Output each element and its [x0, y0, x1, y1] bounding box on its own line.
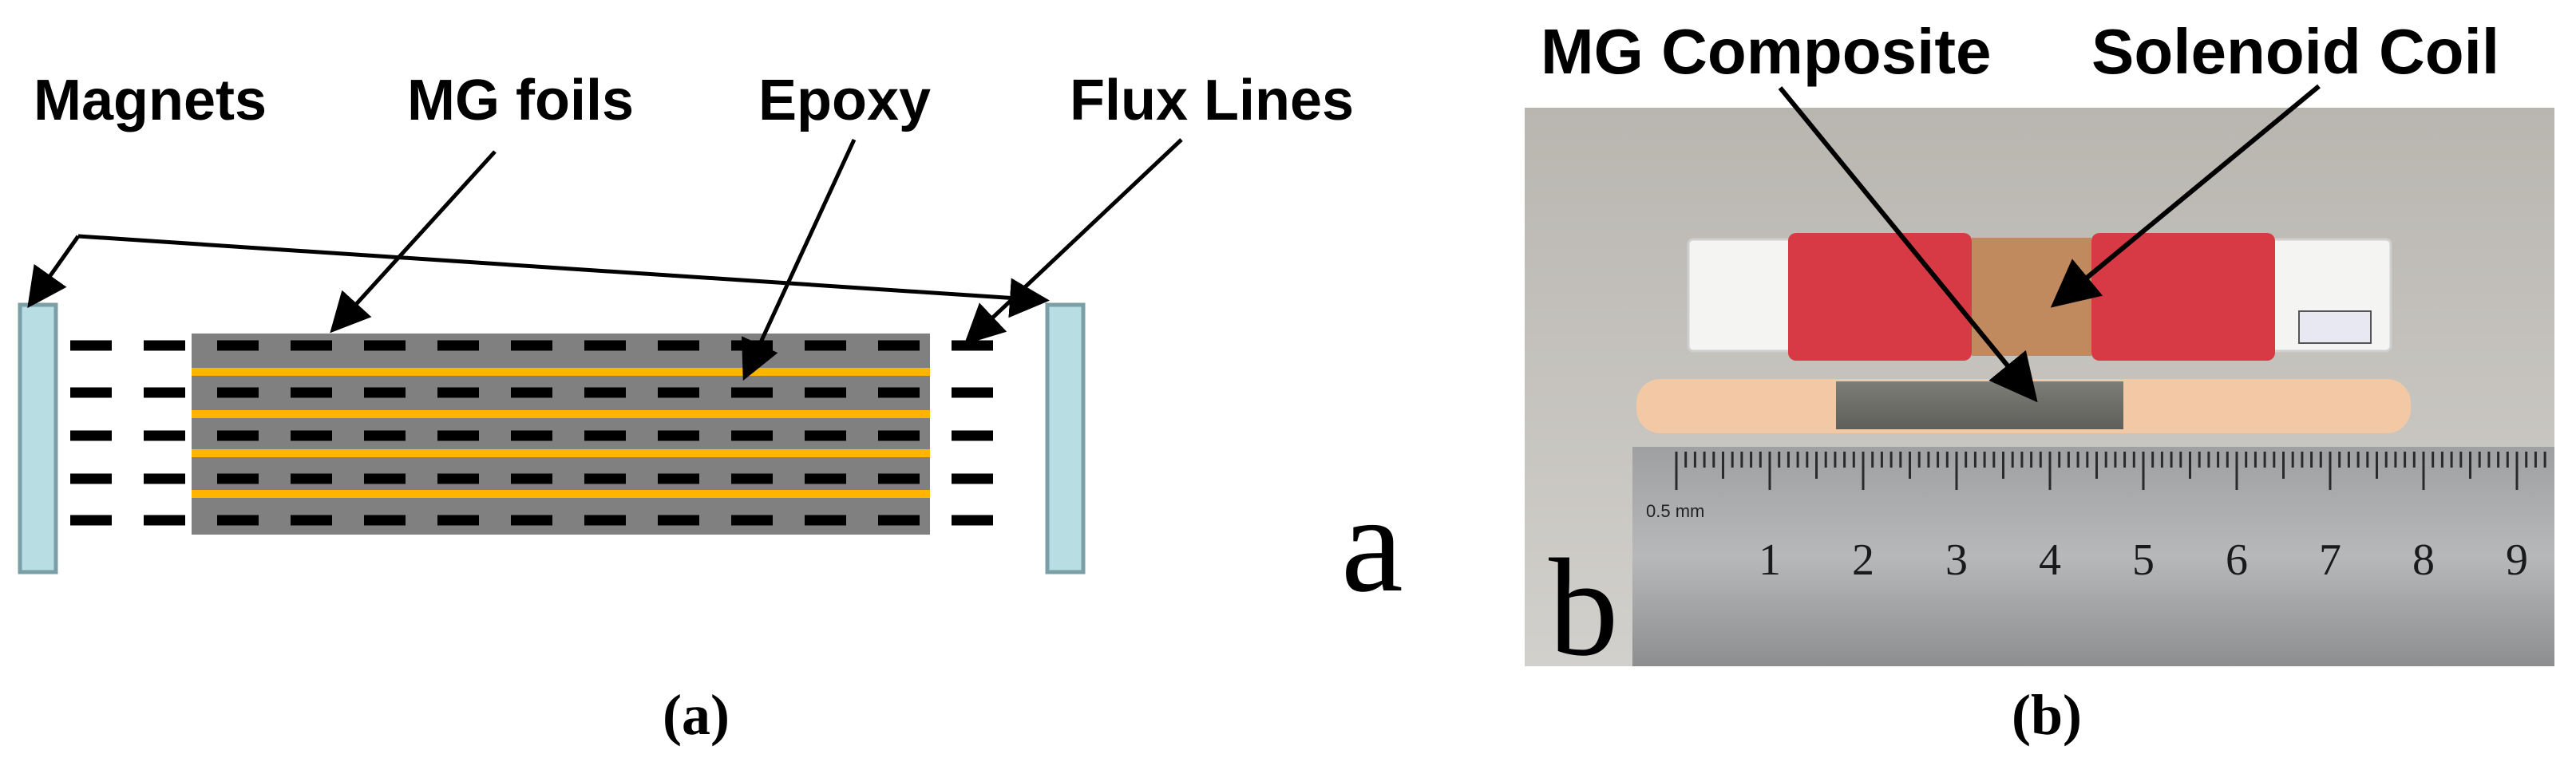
epoxy-label: Epoxy [758, 69, 931, 132]
solenoid-coil-label: Solenoid Coil [2091, 16, 2499, 87]
mg-foils-label: MG foils [407, 69, 634, 132]
ruler-number: 3 [1945, 535, 1968, 585]
flux-lines [70, 340, 1022, 526]
panel-a: Magnets MG foils Epoxy Flux Lines [18, 69, 1403, 747]
ruler-number: 8 [2412, 535, 2435, 585]
ruler: 0.5 mm 1 2 3 4 5 6 7 8 9 [1632, 447, 2554, 666]
panel-b-arrows [1778, 84, 2321, 403]
caption-b: (b) [2012, 683, 2082, 747]
flux-lines-label: Flux Lines [1070, 69, 1354, 132]
solenoid-coil-arrow [2050, 84, 2321, 308]
panel-letter-a: a [1341, 466, 1403, 621]
mg-composite-label: MG Composite [1541, 16, 1991, 87]
ruler-number: 5 [2132, 535, 2155, 585]
red-tape-right [2091, 233, 2275, 361]
ruler-body [1632, 447, 2554, 666]
red-tape-left [1788, 233, 1972, 361]
epoxy-arrow [742, 138, 857, 381]
flux-lines-arrow [964, 138, 1183, 345]
solenoid-assembly [1687, 233, 2392, 361]
copper-coil [1972, 238, 2091, 356]
magnet-arrow-left [27, 235, 81, 309]
magnets-label: Magnets [34, 69, 267, 132]
ruler-number: 9 [2506, 535, 2528, 585]
ruler-scale-text: 0.5 mm [1646, 501, 1704, 521]
ruler-number: 4 [2039, 535, 2061, 585]
ruler-ticks [1675, 452, 2546, 490]
ruler-number: 1 [1759, 535, 1781, 585]
mg-foils-arrow [330, 150, 497, 334]
panel-letter-b: b [1549, 530, 1619, 685]
left-magnet [18, 302, 58, 574]
caption-a: (a) [663, 683, 730, 747]
panel-a-arrows [27, 138, 1183, 381]
mg-composite-arrow [1778, 86, 2038, 403]
epoxy-layer [192, 410, 930, 418]
ruler-number: 7 [2319, 535, 2341, 585]
epoxy-layer [192, 490, 930, 498]
coil-tag [2298, 310, 2372, 344]
ruler-number: 6 [2226, 535, 2248, 585]
epoxy-layers [192, 368, 930, 498]
magnet-arrow-right [77, 234, 1050, 318]
panel-b: MG Composite Solenoid Coil 0.5 mm 1 2 3 4 5 6… [1525, 16, 2554, 747]
epoxy-layer [192, 368, 930, 376]
right-magnet [1045, 302, 1086, 574]
composite-sample [1636, 379, 2411, 433]
ruler-number: 2 [1852, 535, 1874, 585]
mg-composite-strip [1836, 381, 2123, 429]
epoxy-layer [192, 449, 930, 457]
ruler-numbers: 1 2 3 4 5 6 7 8 9 [1759, 535, 2528, 585]
